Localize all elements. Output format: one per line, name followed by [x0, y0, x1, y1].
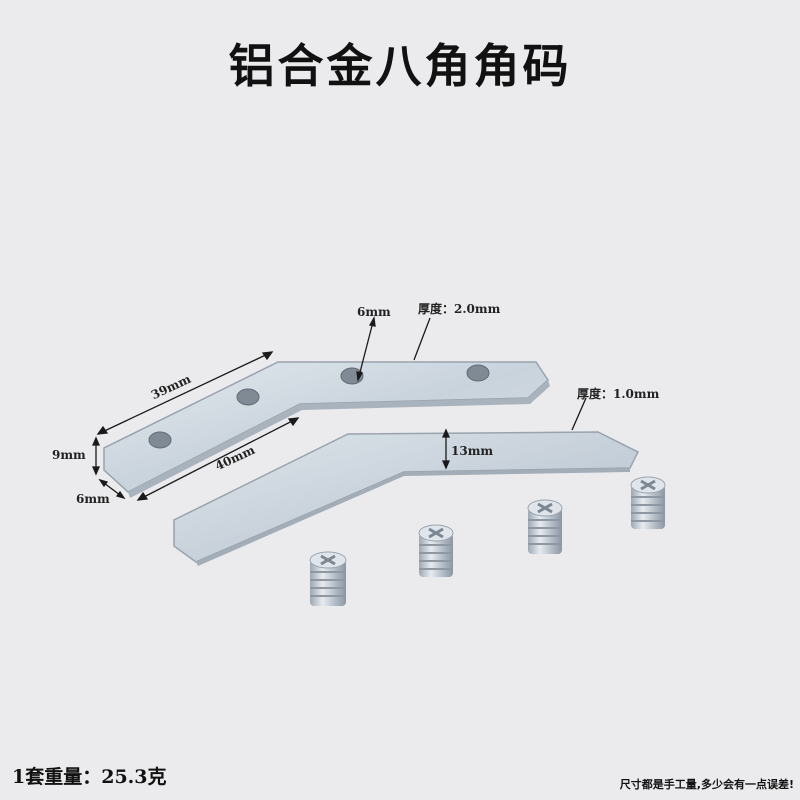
measurement-disclaimer: 尺寸都是手工量,多少会有一点误差!: [619, 778, 794, 791]
dimension-label-9mm: 9mm: [52, 448, 86, 462]
set-screw: [630, 476, 666, 529]
thickness-label-1mm: 厚度：1.0mm: [577, 387, 660, 401]
dimension-lines: [92, 315, 587, 501]
set-screw: [309, 551, 347, 606]
mounting-hole: [466, 364, 490, 382]
dimension-label-6mm-edge: 6mm: [76, 492, 110, 506]
set-screw: [418, 524, 454, 577]
product-title: 铝合金八角角码: [228, 39, 572, 93]
set-screw: [527, 499, 563, 554]
dimension-label-6mm-hole: 6mm: [357, 305, 391, 319]
thin-corner-bracket: [173, 431, 640, 566]
set-weight-text: 1套重量：25.3克: [12, 766, 167, 788]
dimension-label-13mm: 13mm: [451, 444, 494, 458]
mounting-hole: [236, 388, 260, 406]
thickness-label-2mm: 厚度：2.0mm: [418, 302, 501, 316]
mounting-hole: [148, 431, 172, 449]
